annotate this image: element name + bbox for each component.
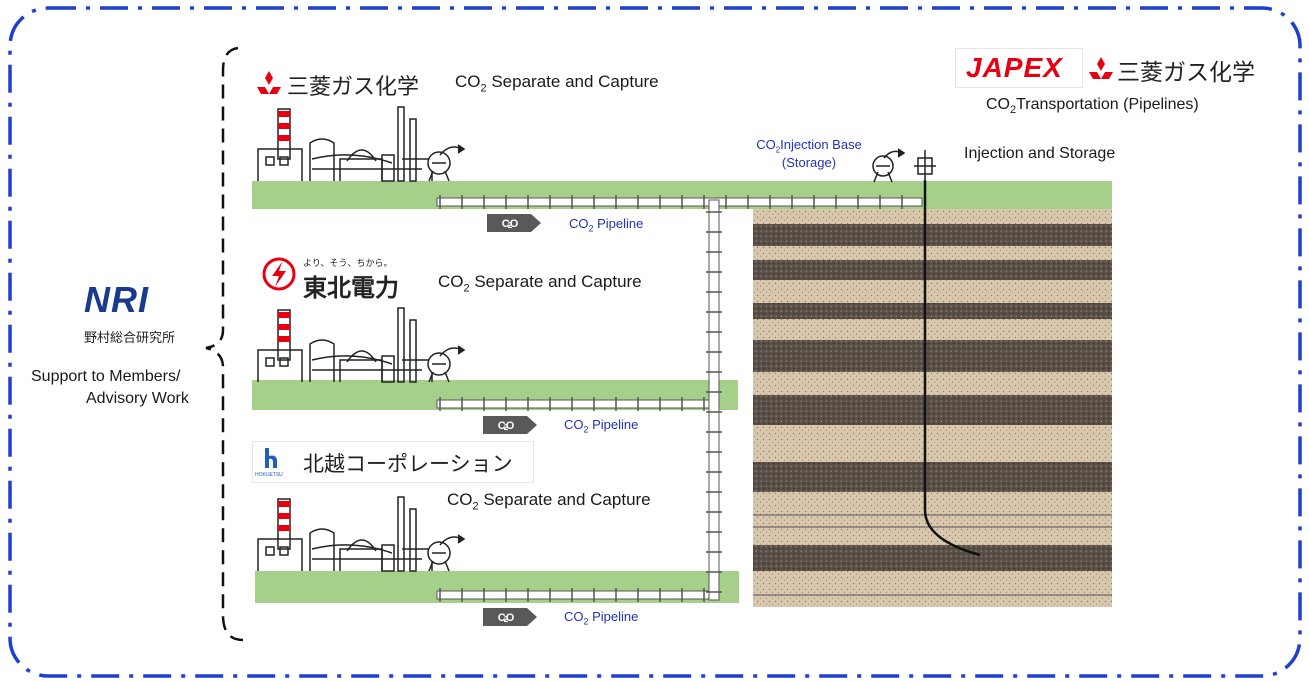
member-2-tagline: より、そう、ちから。 xyxy=(303,259,393,269)
member-2-process-sub: 2 xyxy=(463,282,470,295)
co2-tag-3-sub: 2 xyxy=(503,615,509,625)
geology-block xyxy=(753,209,1112,607)
nri-logo-mark: NRI xyxy=(84,279,149,320)
member-3-process-prefix: CO xyxy=(447,490,473,509)
transport-title: CO2Transportation (Pipelines) xyxy=(986,96,1199,116)
plant-1 xyxy=(257,106,466,182)
member-1-pipeline-prefix: CO xyxy=(569,216,589,231)
member-2-pipeline-prefix: CO xyxy=(564,417,584,432)
injection-base-label: CO2Injection Base (Storage) xyxy=(744,137,874,170)
member-1-pipeline-suffix: Pipeline xyxy=(593,216,644,231)
plant-2 xyxy=(257,307,466,383)
member-3-pipeline-suffix: Pipeline xyxy=(588,609,639,624)
tohoku-logo-icon xyxy=(262,257,296,291)
member-1-pipeline: CO2 Pipeline xyxy=(569,216,643,234)
member-2-pipeline-sub: 2 xyxy=(583,424,589,435)
hokuetsu-logo-caption: HOKUETSU xyxy=(255,472,283,478)
member-3-process: CO2 Separate and Capture xyxy=(447,490,651,512)
injection-label: Injection and Storage xyxy=(964,145,1116,162)
member-2-company: 東北電力 xyxy=(303,274,399,302)
member-1-process-suffix: Separate and Capture xyxy=(486,72,659,91)
mitsubishi-logo-icon xyxy=(257,71,281,94)
member-3-pipeline-sub: 2 xyxy=(583,616,589,627)
transport-title-prefix: CO xyxy=(986,96,1010,113)
transport-title-sub: 2 xyxy=(1010,104,1017,117)
nri-role-line2: Advisory Work xyxy=(86,390,189,407)
injection-base-line2: (Storage) xyxy=(781,154,837,170)
member-3-pipeline: CO2 Pipeline xyxy=(564,609,638,627)
plant-3 xyxy=(257,496,466,572)
japex-logo-box: JAPEX xyxy=(955,48,1083,88)
co2-tag-2-sub: 2 xyxy=(503,423,509,433)
member-3-process-suffix: Separate and Capture xyxy=(478,490,651,509)
member-1-process: CO2 Separate and Capture xyxy=(455,72,659,94)
member-3-company: 北越コーポレーション xyxy=(303,452,513,476)
member-1-process-prefix: CO xyxy=(455,72,481,91)
nri-role-line1: Support to Members/ xyxy=(31,368,181,385)
member-1-pipeline-sub: 2 xyxy=(588,223,594,234)
member-2-process-suffix: Separate and Capture xyxy=(469,272,642,291)
member-3-process-sub: 2 xyxy=(472,500,479,513)
co2-tag-1-sub: 2 xyxy=(507,221,513,231)
transport-mgc-logo: 三菱ガス化学 xyxy=(1117,60,1255,86)
injection-compressor xyxy=(872,148,936,183)
mitsubishi-logo-icon-2 xyxy=(1089,57,1113,79)
injection-base-sub: 2 xyxy=(775,145,781,155)
member-2-pipeline-suffix: Pipeline xyxy=(588,417,639,432)
hokuetsu-logo-icon xyxy=(265,448,277,468)
pipelines xyxy=(436,197,923,601)
co2-tag-2-prefix: CO xyxy=(497,420,515,432)
japex-logo: JAPEX xyxy=(966,52,1063,83)
transport-title-suffix: Transportation (Pipelines) xyxy=(1016,96,1199,113)
outer-frame xyxy=(8,6,1302,678)
injection-base-suffix: Injection Base xyxy=(780,137,862,152)
transport-logos: JAPEX 三菱ガス化学 xyxy=(955,48,1267,88)
injection-well xyxy=(923,180,981,557)
co2-tag-1-prefix: CO xyxy=(501,218,519,230)
hokuetsu-logo: HOKUETSU 北越コーポレーション xyxy=(252,441,534,483)
member-1-process-sub: 2 xyxy=(480,82,487,95)
member-1-company: 三菱ガス化学 xyxy=(287,75,420,100)
co2-tag-3-prefix: CO xyxy=(497,612,515,624)
member-3-pipeline-prefix: CO xyxy=(564,609,584,624)
member-2-process-prefix: CO xyxy=(438,272,464,291)
nri-logo: NRI 野村総合研究所 xyxy=(84,282,188,348)
member-2-process: CO2 Separate and Capture xyxy=(438,272,642,294)
injection-base-line1: CO2Injection Base xyxy=(744,137,874,155)
member-bracket xyxy=(205,46,244,642)
injection-base-prefix: CO xyxy=(756,137,776,152)
member-2-pipeline: CO2 Pipeline xyxy=(564,417,638,435)
nri-company-name: 野村総合研究所 xyxy=(84,331,176,346)
